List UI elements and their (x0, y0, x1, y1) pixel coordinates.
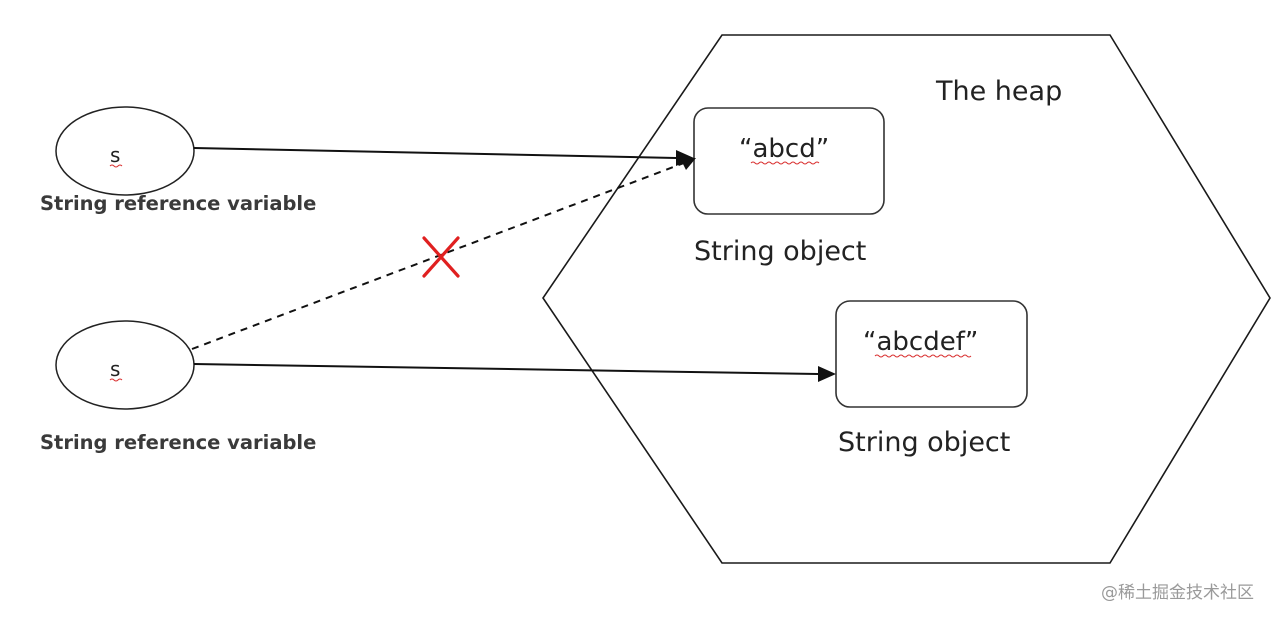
reference-arrow-1 (193, 147, 677, 159)
string-object-value-1: “abcd” (739, 134, 829, 164)
broken-reference-arrowhead (680, 158, 696, 170)
cross-icon (422, 236, 460, 278)
reference-variable-ellipse-1 (55, 106, 195, 196)
string-object-label-1: String object (694, 236, 866, 267)
reference-variable-ellipse-2 (55, 320, 195, 410)
watermark-text: @稀土掘金技术社区 (1101, 583, 1254, 603)
spellcheck-underline-4 (109, 378, 123, 382)
reference-variable-name-2: s (110, 357, 120, 381)
spellcheck-underline-1 (750, 161, 820, 165)
string-object-value-2: “abcdef” (863, 327, 978, 357)
string-object-label-2: String object (838, 427, 1010, 458)
string-object-box-1 (693, 107, 885, 215)
string-object-box-2 (835, 300, 1028, 408)
reference-variable-caption-1: String reference variable (40, 192, 316, 215)
heap-hexagon (542, 34, 1271, 564)
heap-label: The heap (935, 76, 1062, 107)
reference-arrowhead-2 (818, 366, 836, 382)
spellcheck-underline-3 (109, 164, 123, 168)
spellcheck-underline-2 (874, 354, 972, 358)
reference-variable-name-1: s (110, 143, 120, 167)
reference-arrow-2 (193, 363, 819, 375)
reference-variable-caption-2: String reference variable (40, 431, 316, 454)
